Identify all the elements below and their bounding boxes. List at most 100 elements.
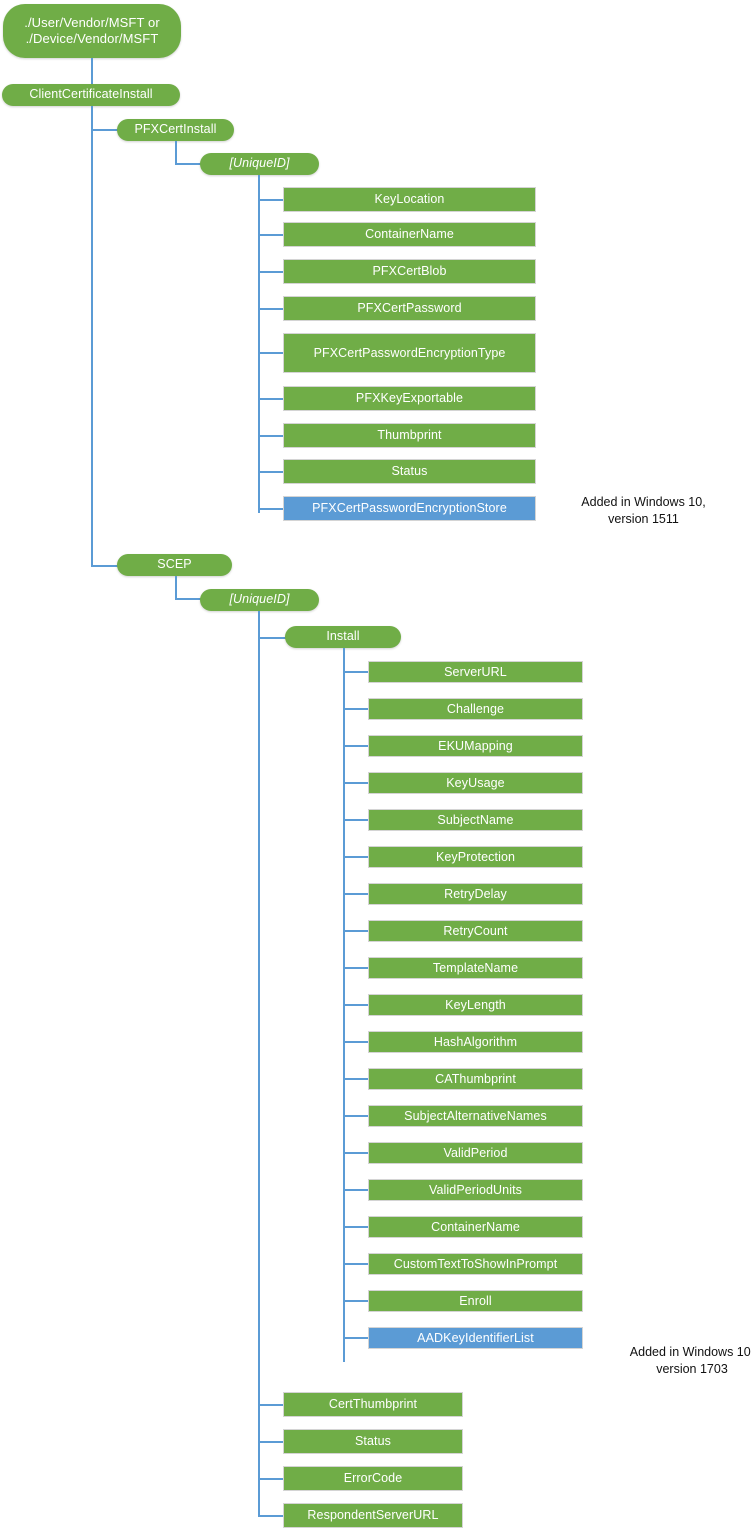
connector-leaf <box>343 930 368 932</box>
connector-leaf <box>258 1441 283 1443</box>
leaf-node-customtexttoshowinprompt[interactable]: CustomTextToShowInPrompt <box>368 1253 583 1275</box>
node-pfx-uniqueid[interactable]: [UniqueID] <box>200 153 319 175</box>
leaf-node-validperiodunits[interactable]: ValidPeriodUnits <box>368 1179 583 1201</box>
node-root-label: ./User/Vendor/MSFT or./Device/Vendor/MSF… <box>24 14 160 46</box>
leaf-node-label: KeyUsage <box>446 775 505 790</box>
connector-pfx-to-uniqueid-h <box>175 163 202 165</box>
leaf-node-label: PFXCertPasswordEncryptionType <box>313 345 506 360</box>
connector-leaf <box>343 856 368 858</box>
leaf-node-label: ValidPeriod <box>443 1145 508 1160</box>
connector-leaf <box>343 1078 368 1080</box>
leaf-node-thumbprint[interactable]: Thumbprint <box>283 423 536 448</box>
leaf-node-retrydelay[interactable]: RetryDelay <box>368 883 583 905</box>
leaf-node-keylocation[interactable]: KeyLocation <box>283 187 536 212</box>
connector-leaf <box>343 1189 368 1191</box>
note-scep-added-version: Added in Windows 10, version 1703 <box>629 1345 751 1376</box>
leaf-node-label: Status <box>391 464 428 478</box>
leaf-node-label: ValidPeriodUnits <box>428 1182 523 1197</box>
node-scep-uniqueid[interactable]: [UniqueID] <box>200 589 319 611</box>
connector-leaf <box>343 1337 368 1339</box>
connector-leaf <box>343 819 368 821</box>
node-install-label: Install <box>326 629 360 644</box>
connector-level1-trunk <box>91 106 93 566</box>
node-pfxcertinstall[interactable]: PFXCertInstall <box>117 119 234 141</box>
leaf-node-label: RespondentServerURL <box>307 1508 439 1522</box>
leaf-node-label: Thumbprint <box>377 428 442 442</box>
leaf-node-pfxcertblob[interactable]: PFXCertBlob <box>283 259 536 284</box>
leaf-node-aadkeyidentifierlist[interactable]: AADKeyIdentifierList <box>368 1327 583 1349</box>
connector-leaf <box>258 199 283 201</box>
leaf-node-label: TemplateName <box>432 960 519 975</box>
leaf-node-label: EKUMapping <box>438 738 513 753</box>
leaf-node-keylength[interactable]: KeyLength <box>368 994 583 1016</box>
leaf-node-serverurl[interactable]: ServerURL <box>368 661 583 683</box>
leaf-node-certthumbprint[interactable]: CertThumbprint <box>283 1392 463 1417</box>
connector-to-pfxcertinstall <box>91 129 118 131</box>
leaf-node-keyprotection[interactable]: KeyProtection <box>368 846 583 868</box>
connector-leaf <box>343 967 368 969</box>
node-pfx-uniqueid-label: [UniqueID] <box>229 156 290 171</box>
leaf-node-keyusage[interactable]: KeyUsage <box>368 772 583 794</box>
leaf-node-label: AADKeyIdentifierList <box>417 1330 534 1345</box>
connector-leaf <box>258 508 283 510</box>
connector-leaf <box>258 271 283 273</box>
leaf-node-label: SubjectAlternativeNames <box>404 1108 547 1123</box>
leaf-node-retrycount[interactable]: RetryCount <box>368 920 583 942</box>
node-scep[interactable]: SCEP <box>117 554 232 576</box>
leaf-node-pfxcertpassword[interactable]: PFXCertPassword <box>283 296 536 321</box>
leaf-node-pfxcertpasswordencryptiontype[interactable]: PFXCertPasswordEncryptionType <box>283 333 536 373</box>
leaf-node-status[interactable]: Status <box>283 459 536 484</box>
leaf-node-challenge[interactable]: Challenge <box>368 698 583 720</box>
connector-leaf <box>343 782 368 784</box>
connector-scep-children-trunk <box>258 611 260 1516</box>
leaf-node-status[interactable]: Status <box>283 1429 463 1454</box>
leaf-node-label: ContainerName <box>365 227 454 241</box>
leaf-node-label: Challenge <box>446 701 505 716</box>
leaf-node-cathumbprint[interactable]: CAThumbprint <box>368 1068 583 1090</box>
leaf-node-label: SubjectName <box>437 812 514 827</box>
leaf-node-pfxcertpasswordencryptionstore[interactable]: PFXCertPasswordEncryptionStore <box>283 496 536 521</box>
leaf-node-pfxkeyexportable[interactable]: PFXKeyExportable <box>283 386 536 411</box>
leaf-node-label: KeyLength <box>445 997 506 1012</box>
leaf-node-subjectalternativenames[interactable]: SubjectAlternativeNames <box>368 1105 583 1127</box>
node-root[interactable]: ./User/Vendor/MSFT or./Device/Vendor/MSF… <box>3 4 181 58</box>
leaf-node-label: Status <box>354 1434 392 1448</box>
connector-leaf <box>258 471 283 473</box>
connector-root-to-level1 <box>91 58 93 84</box>
leaf-node-label: PFXCertBlob <box>372 264 447 278</box>
leaf-node-respondentserverurl[interactable]: RespondentServerURL <box>283 1503 463 1528</box>
node-client-certificate-install[interactable]: ClientCertificateInstall <box>2 84 180 106</box>
node-scep-uniqueid-label: [UniqueID] <box>229 592 290 607</box>
leaf-node-validperiod[interactable]: ValidPeriod <box>368 1142 583 1164</box>
node-install[interactable]: Install <box>285 626 401 648</box>
leaf-node-ekumapping[interactable]: EKUMapping <box>368 735 583 757</box>
leaf-node-label: RetryCount <box>443 923 508 938</box>
leaf-node-subjectname[interactable]: SubjectName <box>368 809 583 831</box>
leaf-node-containername[interactable]: ContainerName <box>283 222 536 247</box>
connector-leaf <box>258 352 283 354</box>
leaf-node-label: CertThumbprint <box>328 1397 418 1411</box>
connector-pfx-to-uniqueid-v <box>175 141 177 164</box>
leaf-node-containername[interactable]: ContainerName <box>368 1216 583 1238</box>
leaf-node-label: KeyProtection <box>435 849 516 864</box>
connector-leaf <box>258 1478 283 1480</box>
connector-leaf <box>343 1115 368 1117</box>
note-pfx-added-version: Added in Windows 10, version 1511 <box>581 495 706 526</box>
connector-leaf <box>343 708 368 710</box>
connector-leaf <box>343 671 368 673</box>
leaf-node-errorcode[interactable]: ErrorCode <box>283 1466 463 1491</box>
connector-leaf <box>343 1226 368 1228</box>
connector-to-install <box>258 637 286 639</box>
leaf-node-hashalgorithm[interactable]: HashAlgorithm <box>368 1031 583 1053</box>
leaf-node-label: HashAlgorithm <box>433 1034 518 1049</box>
connector-leaf <box>258 234 283 236</box>
leaf-node-enroll[interactable]: Enroll <box>368 1290 583 1312</box>
connector-leaf <box>258 308 283 310</box>
leaf-node-label: PFXCertPasswordEncryptionStore <box>312 501 507 515</box>
leaf-node-label: PFXKeyExportable <box>355 391 464 405</box>
node-pfxcertinstall-label: PFXCertInstall <box>134 122 217 137</box>
connector-leaf <box>343 893 368 895</box>
leaf-node-templatename[interactable]: TemplateName <box>368 957 583 979</box>
connector-leaf <box>258 435 283 437</box>
connector-leaf <box>343 1041 368 1043</box>
